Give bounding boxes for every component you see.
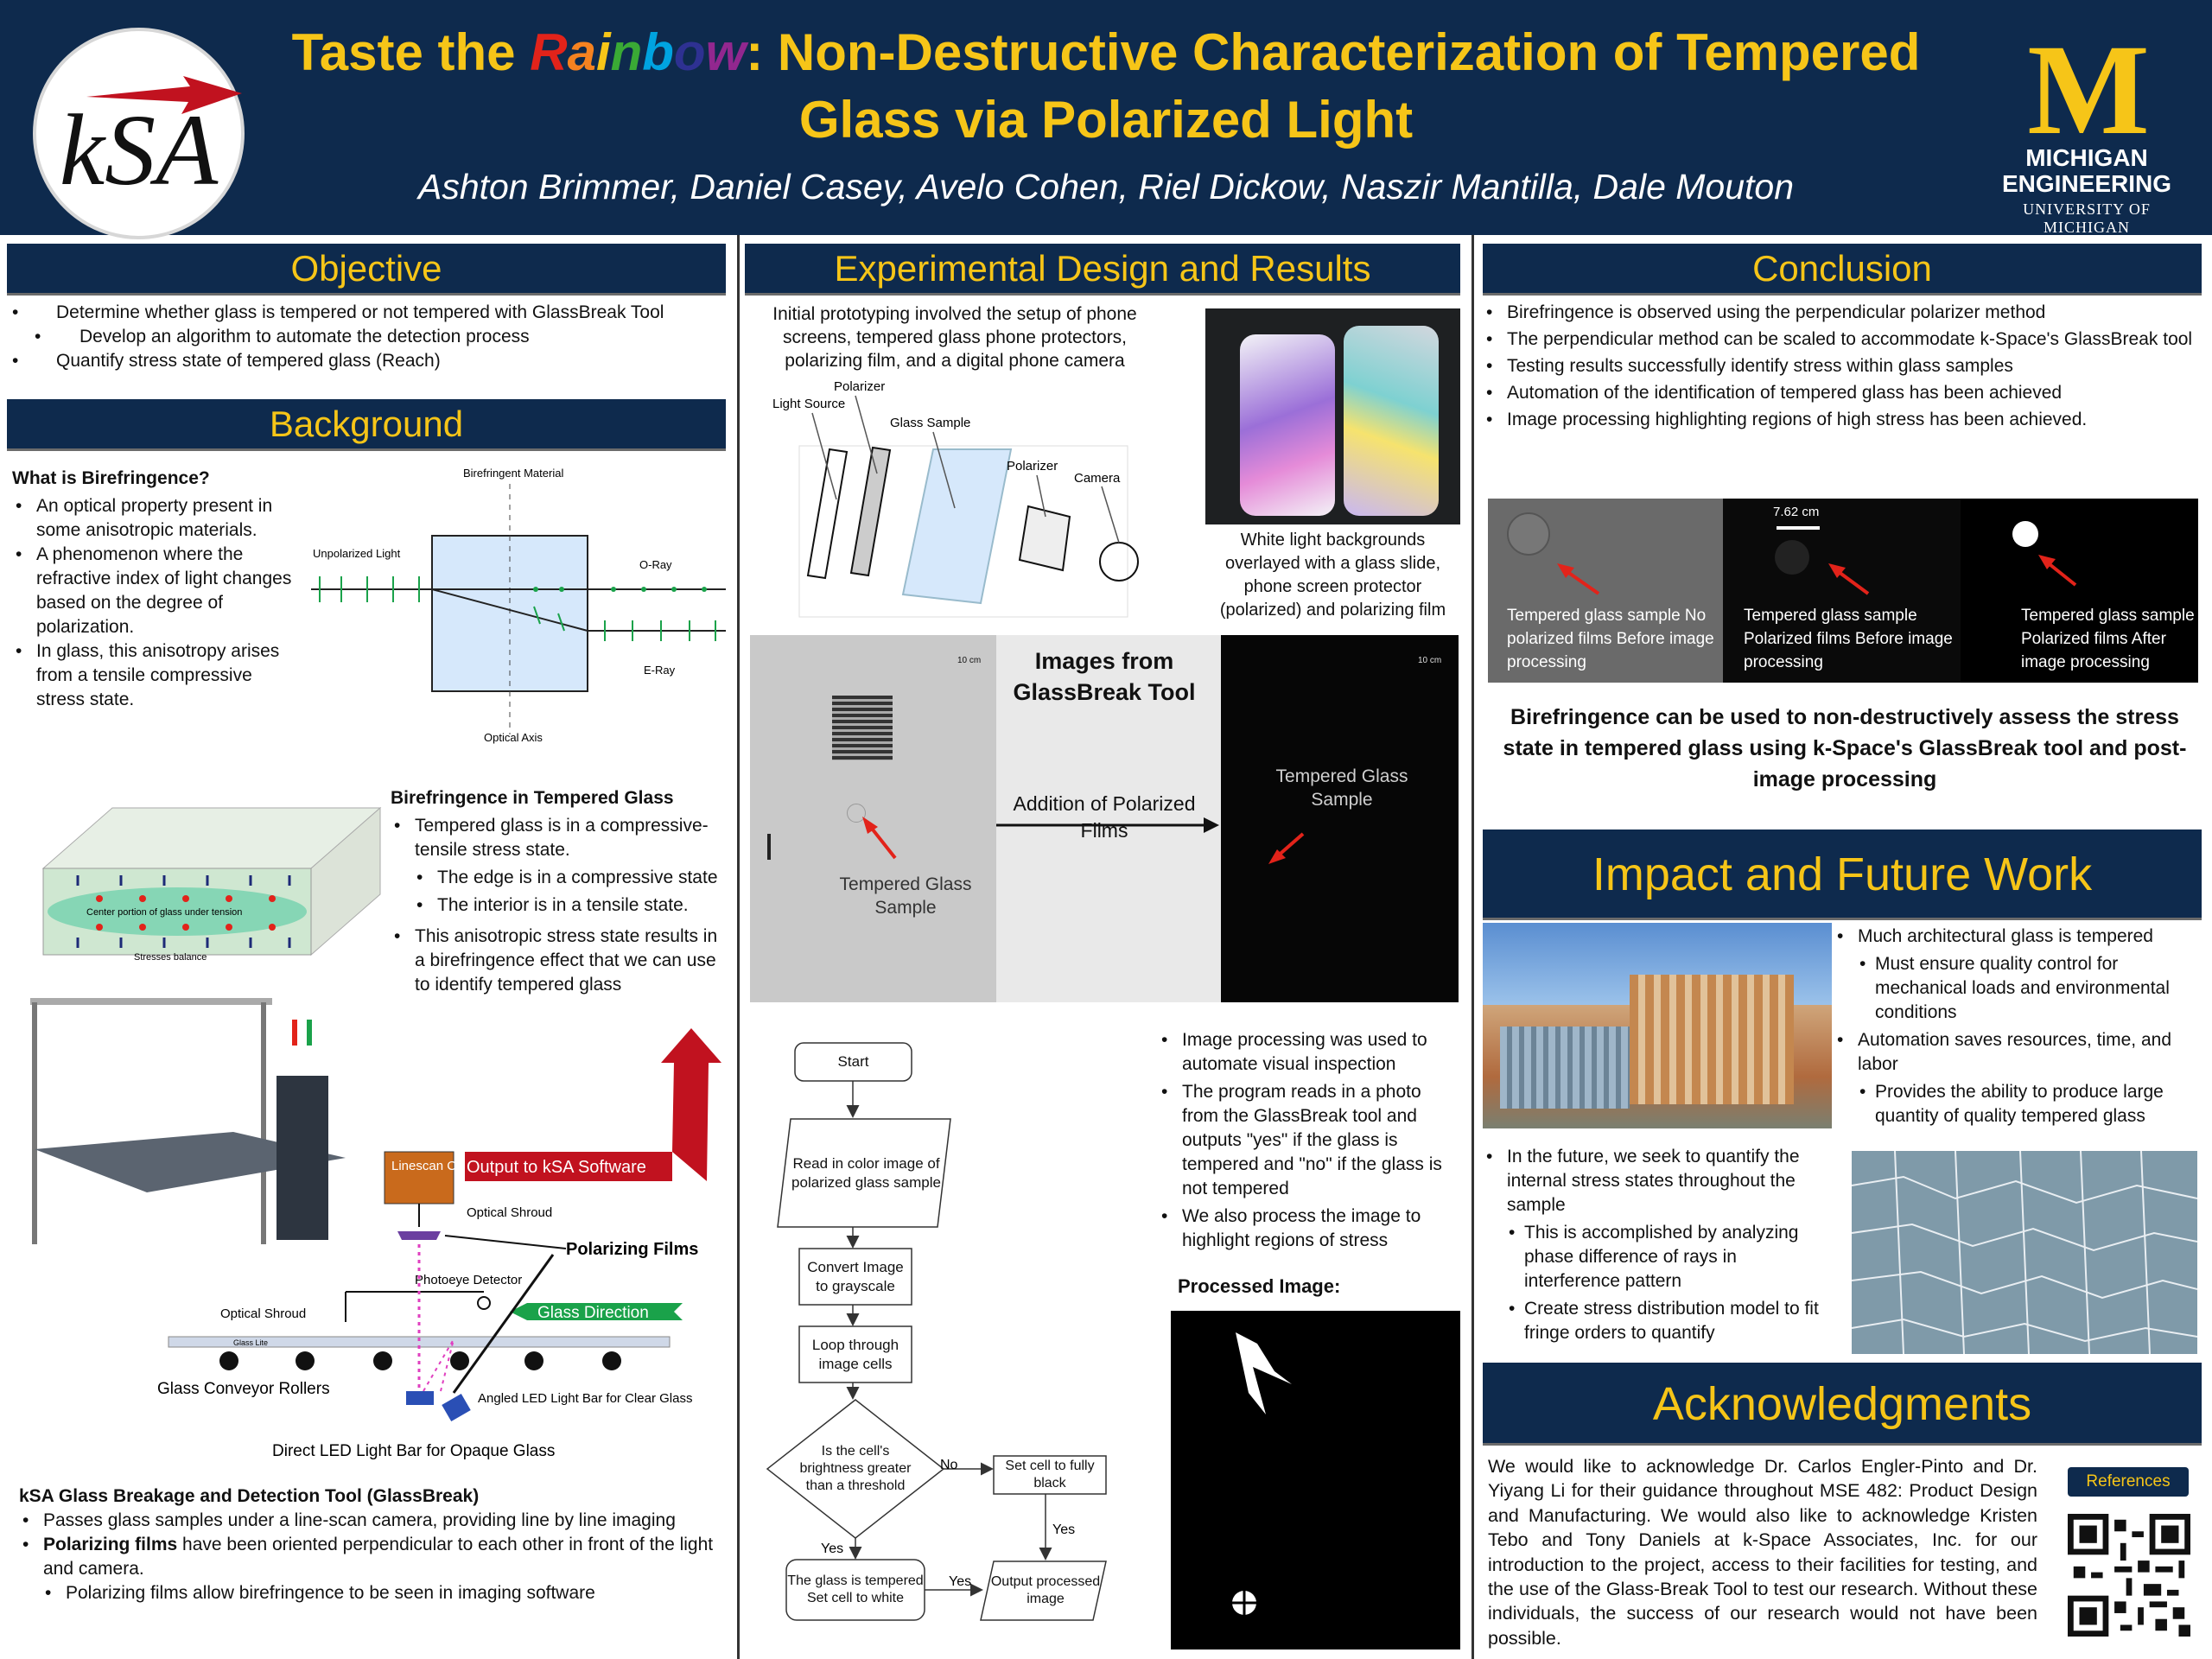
birefringence-text: What is Birefringence? An optical proper… bbox=[12, 467, 297, 712]
impact-left-list: In the future, we seek to quantify the i… bbox=[1483, 1145, 1820, 1345]
svg-text:Glass Direction: Glass Direction bbox=[537, 1304, 649, 1322]
impact-heading: Impact and Future Work bbox=[1483, 830, 2202, 920]
svg-text:Optical Shroud: Optical Shroud bbox=[220, 1306, 306, 1321]
rainbow-letter: o bbox=[673, 23, 706, 81]
conclusion-list: Birefringence is observed using the perp… bbox=[1483, 301, 2205, 432]
arrow-right-icon bbox=[996, 817, 1219, 833]
rainbow-letter: b bbox=[642, 23, 674, 81]
experimental-heading: Experimental Design and Results bbox=[745, 244, 1460, 296]
svg-text:Unpolarized Light: Unpolarized Light bbox=[313, 547, 401, 560]
glassbreak-images: Tempered Glass Sample 10 cm Images from … bbox=[750, 635, 1459, 1002]
svg-text:Angled LED Light Bar for Clear: Angled LED Light Bar for Clear Glass bbox=[478, 1391, 692, 1406]
rainbow-letter: R bbox=[530, 23, 568, 81]
poster-header: kSA Taste the Rainbow: Non-Destructive C… bbox=[0, 0, 2212, 239]
svg-text:Yes: Yes bbox=[821, 1541, 843, 1556]
phone-photo bbox=[1205, 308, 1460, 524]
tempered-glass-text: Birefringence in Tempered Glass Tempered… bbox=[391, 786, 732, 997]
svg-text:E-Ray: E-Ray bbox=[644, 664, 676, 677]
rainbow-letter: w bbox=[705, 23, 747, 81]
ksa-logo-text: kSA bbox=[59, 93, 219, 207]
svg-text:Yes: Yes bbox=[949, 1574, 971, 1589]
svg-text:Stresses balance: Stresses balance bbox=[134, 952, 207, 963]
michigan-engineering-logo: M MICHIGAN ENGINEERING UNIVERSITY OF MIC… bbox=[1979, 18, 2195, 236]
conclusion-panels: Tempered glass sample No polarized films… bbox=[1488, 499, 2198, 683]
processed-stress-marks bbox=[1232, 1332, 1292, 1615]
svg-text:Optical Axis: Optical Axis bbox=[484, 731, 543, 744]
svg-text:Birefringent Material: Birefringent Material bbox=[463, 467, 563, 480]
svg-text:Optical Shroud: Optical Shroud bbox=[467, 1205, 552, 1220]
acknowledgments-heading: Acknowledgments bbox=[1483, 1363, 2202, 1446]
rainbow-letter: a bbox=[567, 23, 596, 81]
algorithm-flowchart: Start Read in color image of polarized g… bbox=[766, 1042, 1107, 1621]
objective-list: Determine whether glass is tempered or n… bbox=[9, 301, 726, 373]
block-m-icon: M bbox=[2027, 18, 2150, 162]
phone-caption: White light backgrounds overlayed with a… bbox=[1219, 531, 1446, 620]
conclusion-heading: Conclusion bbox=[1483, 244, 2202, 296]
svg-text:Polarizing Films: Polarizing Films bbox=[566, 1240, 698, 1259]
svg-text:Direct LED Light Bar for Opaqu: Direct LED Light Bar for Opaque Glass bbox=[272, 1442, 555, 1460]
architecture-photo bbox=[1483, 923, 1832, 1128]
panel-no-films: Tempered glass sample No polarized films… bbox=[1488, 499, 1723, 683]
panel-films-after: Tempered glass sample Polarized films Af… bbox=[1961, 499, 2198, 683]
rainbow-letter: i bbox=[595, 23, 611, 81]
svg-text:Glass Conveyor Rollers: Glass Conveyor Rollers bbox=[157, 1380, 330, 1398]
glass-slab-diagram: Center portion of glass under tension St… bbox=[41, 806, 382, 963]
processed-image-label: Processed Image: bbox=[1178, 1275, 1341, 1297]
svg-text:Glass Lite: Glass Lite bbox=[233, 1338, 268, 1347]
processing-text: Image processing was used to automate vi… bbox=[1158, 1028, 1452, 1253]
panel-films-before: 7.62 cm Tempered glass sample Polarized … bbox=[1723, 499, 1961, 683]
conclusion-summary: Birefringence can be used to non-destruc… bbox=[1503, 705, 2187, 791]
processed-image bbox=[1171, 1311, 1460, 1649]
poster-title: Taste the Rainbow: Non-Destructive Chara… bbox=[291, 23, 1921, 149]
svg-text:O-Ray: O-Ray bbox=[639, 558, 672, 571]
glassbreak-text: kSA Glass Breakage and Detection Tool (G… bbox=[19, 1484, 728, 1605]
background-heading: Background bbox=[7, 399, 726, 451]
birefringence-diagram: Birefringent Material Unpolarized Light … bbox=[311, 467, 726, 744]
polarized-image: Tempered Glass Sample 10 cm bbox=[1221, 635, 1459, 1002]
svg-text:Glass Sample: Glass Sample bbox=[890, 416, 970, 430]
ksa-arrow-icon bbox=[86, 76, 242, 114]
svg-text:Output to kSA Software: Output to kSA Software bbox=[467, 1158, 646, 1177]
experimental-intro: Initial prototyping involved the setup o… bbox=[772, 304, 1137, 371]
references-qr-code[interactable] bbox=[2068, 1514, 2190, 1637]
rainbow-word: Rainbow bbox=[530, 23, 746, 81]
rainbow-letter: n bbox=[610, 23, 643, 81]
unpolarized-image: Tempered Glass Sample 10 cm bbox=[750, 635, 996, 1002]
svg-text:Camera: Camera bbox=[1074, 471, 1121, 486]
references-label: References bbox=[2068, 1467, 2189, 1497]
svg-text:Photoeye Detector: Photoeye Detector bbox=[415, 1273, 522, 1287]
red-arrow-icon bbox=[1557, 555, 2077, 595]
glassbreak-tool-diagram: Linescan Camera Output to kSA Software O… bbox=[30, 998, 721, 1460]
authors: Ashton Brimmer, Daniel Casey, Avelo Cohe… bbox=[417, 167, 1795, 207]
crack-pattern bbox=[1852, 1151, 2197, 1354]
objective-heading: Objective bbox=[7, 244, 726, 296]
shattered-glass-photo bbox=[1852, 1151, 2197, 1354]
svg-text:Yes: Yes bbox=[1052, 1522, 1075, 1537]
svg-text:Polarizer: Polarizer bbox=[834, 379, 885, 394]
column-divider bbox=[737, 235, 740, 1659]
svg-text:Polarizer: Polarizer bbox=[1007, 459, 1058, 474]
polarizer-setup-diagram: Light Source Polarizer Glass Sample Pola… bbox=[772, 379, 1139, 618]
svg-text:No: No bbox=[940, 1458, 958, 1472]
svg-text:Center portion of glass under: Center portion of glass under tension bbox=[86, 907, 242, 918]
column-divider bbox=[1471, 235, 1474, 1659]
svg-text:Light Source: Light Source bbox=[772, 397, 845, 411]
acknowledgments-text: We would like to acknowledge Dr. Carlos … bbox=[1488, 1456, 2037, 1649]
impact-right-list: Much architectural glass is tempered Mus… bbox=[1834, 925, 2207, 1128]
ksa-logo: kSA bbox=[33, 28, 245, 239]
red-arrow-icon bbox=[862, 817, 1305, 864]
